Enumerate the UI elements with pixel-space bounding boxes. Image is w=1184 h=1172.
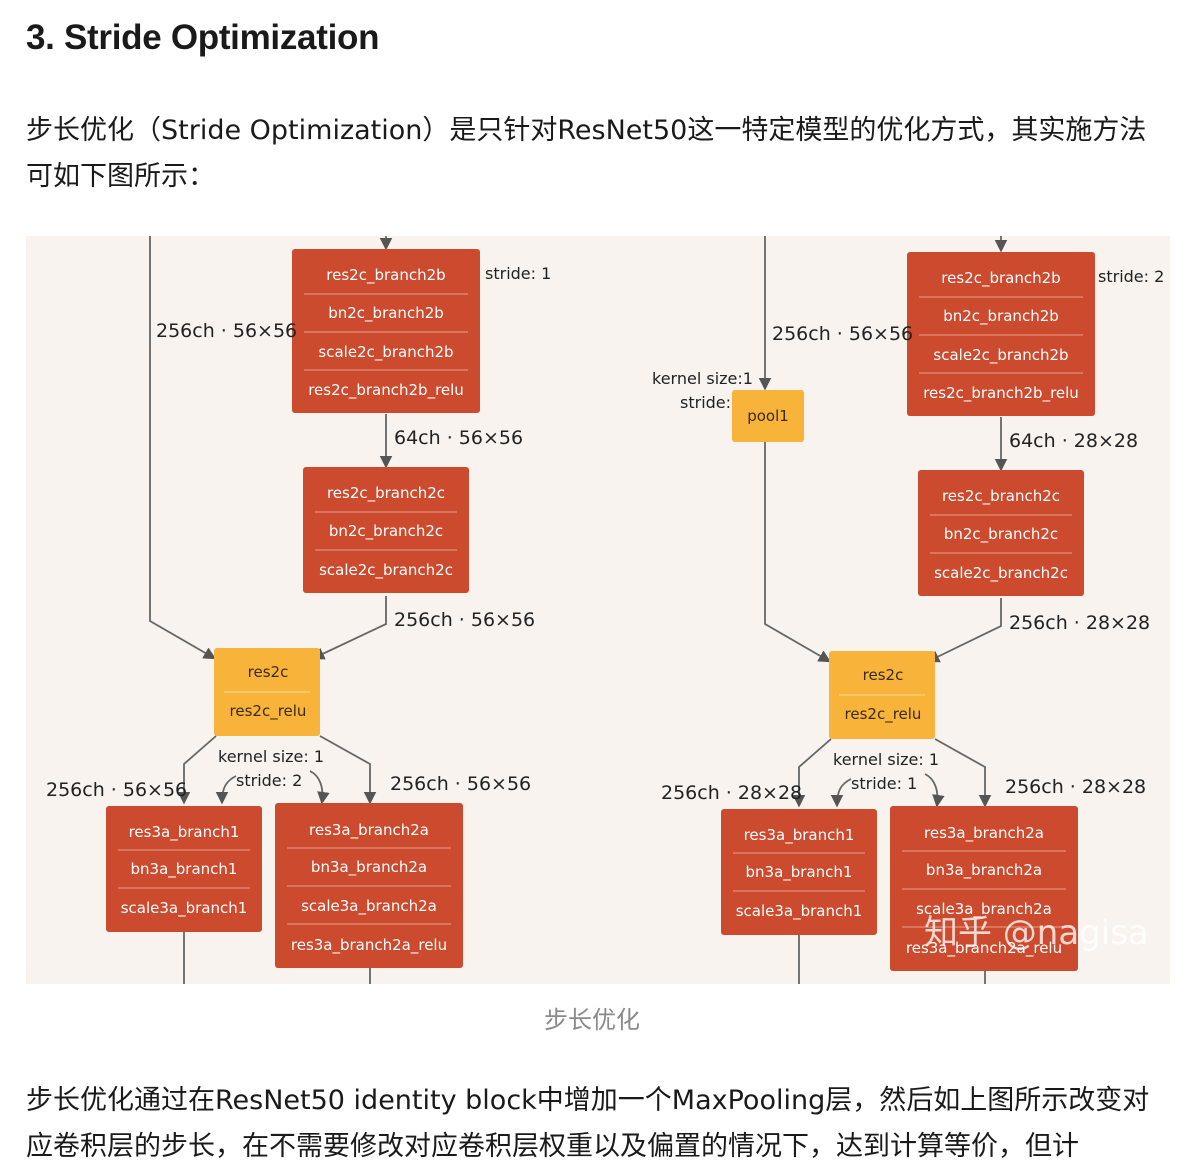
layer-label: bn3a_branch1 [131, 860, 238, 879]
layer-label: res2c_branch2b_relu [923, 384, 1079, 403]
layer-label: scale3a_branch1 [121, 899, 248, 918]
layer-label: res3a_branch2a_relu [906, 939, 1062, 958]
layer-label: res2c_branch2c [327, 484, 445, 503]
left-res2c-branch2c-block: res2c_branch2c bn2c_branch2c scale2c_bra… [303, 467, 469, 593]
right-res2c-branch2c-block: res2c_branch2c bn2c_branch2c scale2c_bra… [918, 470, 1084, 596]
left-res2c-branch2b-block: res2c_branch2b bn2c_branch2b scale2c_bra… [292, 249, 480, 413]
layer-label: scale3a_branch2a [301, 897, 437, 916]
figure-caption: 步长优化 [544, 1006, 640, 1034]
layer-label: scale3a_branch2a [916, 900, 1052, 919]
channel-label: 256ch · 28×28 [661, 782, 802, 804]
layer-label: res2c_relu [845, 705, 922, 724]
layer-label: res2c_branch2b_relu [308, 381, 464, 400]
layer-label: scale2c_branch2c [319, 561, 453, 580]
layer-label: res3a_branch2a [309, 821, 429, 840]
channel-label: 256ch · 28×28 [1009, 612, 1150, 634]
layer-label: scale2c_branch2c [934, 564, 1068, 583]
stride-label: stride: 2 [1098, 267, 1164, 286]
layer-label: bn3a_branch1 [746, 863, 853, 882]
channel-label: 256ch · 56×56 [772, 323, 913, 345]
layer-label: scale3a_branch1 [736, 902, 863, 921]
body-paragraph: 步长优化通过在ResNet50 identity block中增加一个MaxPo… [26, 1085, 1150, 1162]
layer-label: res3a_branch1 [129, 823, 240, 842]
left-res3a-branch2a-block: res3a_branch2a bn3a_branch2a scale3a_bra… [275, 803, 463, 968]
channel-label: 256ch · 56×56 [390, 773, 531, 795]
stride-optimization-figure: res2c_branch2b bn2c_branch2b scale2c_bra… [26, 236, 1170, 984]
right-res3a-branch1-block: res3a_branch1 bn3a_branch1 scale3a_branc… [721, 809, 877, 935]
watermark: 知乎 @nagisa [924, 913, 1149, 953]
layer-label: res2c_branch2c [942, 487, 1060, 506]
intro-paragraph: 步长优化（Stride Optimization）是只针对ResNet50这一特… [26, 115, 1147, 192]
layer-label: bn2c_branch2c [329, 522, 443, 541]
layer-label: res3a_branch2a [924, 824, 1044, 843]
stride-label: stride: 2 [680, 393, 746, 412]
layer-label: bn3a_branch2a [311, 858, 427, 877]
layer-label: res2c [248, 663, 289, 681]
right-diagram [758, 236, 1008, 984]
stride-label: stride: 2 [236, 771, 302, 790]
right-res2c-branch2b-block: res2c_branch2b bn2c_branch2b scale2c_bra… [907, 252, 1095, 416]
kernel-size-label: kernel size: 1 [833, 750, 939, 769]
stride-label: stride: 1 [851, 774, 917, 793]
channel-label: 256ch · 56×56 [394, 609, 535, 631]
layer-label: res3a_branch2a_relu [291, 936, 447, 955]
channel-label: 256ch · 28×28 [1005, 776, 1146, 798]
right-res3a-branch2a-block: res3a_branch2a bn3a_branch2a scale3a_bra… [890, 806, 1078, 971]
right-pool1-block: pool1 [732, 390, 804, 442]
layer-label: scale2c_branch2b [933, 346, 1068, 365]
layer-label: res2c_branch2b [941, 269, 1060, 288]
channel-label: 64ch · 56×56 [394, 427, 523, 449]
layer-label: res3a_branch1 [744, 826, 855, 845]
right-res2c-block: res2c res2c_relu [829, 651, 935, 739]
layer-label: bn2c_branch2b [943, 307, 1059, 326]
stride-label: stride: 1 [485, 264, 551, 283]
left-diagram [149, 236, 393, 984]
layer-label: res2c [863, 666, 904, 684]
layer-label: bn3a_branch2a [926, 861, 1042, 880]
kernel-size-label: kernel size: 1 [218, 747, 324, 766]
layer-label: scale2c_branch2b [318, 343, 453, 362]
layer-label: bn2c_branch2b [328, 304, 444, 323]
left-res2c-block: res2c res2c_relu [214, 648, 320, 736]
channel-label: 64ch · 28×28 [1009, 430, 1138, 452]
layer-label: bn2c_branch2c [944, 525, 1058, 544]
section-heading: 3. Stride Optimization [26, 18, 380, 57]
channel-label: 256ch · 56×56 [156, 320, 297, 342]
left-res3a-branch1-block: res3a_branch1 bn3a_branch1 scale3a_branc… [106, 806, 262, 932]
layer-label: pool1 [747, 407, 789, 425]
channel-label: 256ch · 56×56 [46, 779, 187, 801]
layer-label: res2c_relu [230, 702, 307, 721]
kernel-size-label: kernel size:1 [652, 369, 753, 388]
layer-label: res2c_branch2b [326, 266, 445, 285]
